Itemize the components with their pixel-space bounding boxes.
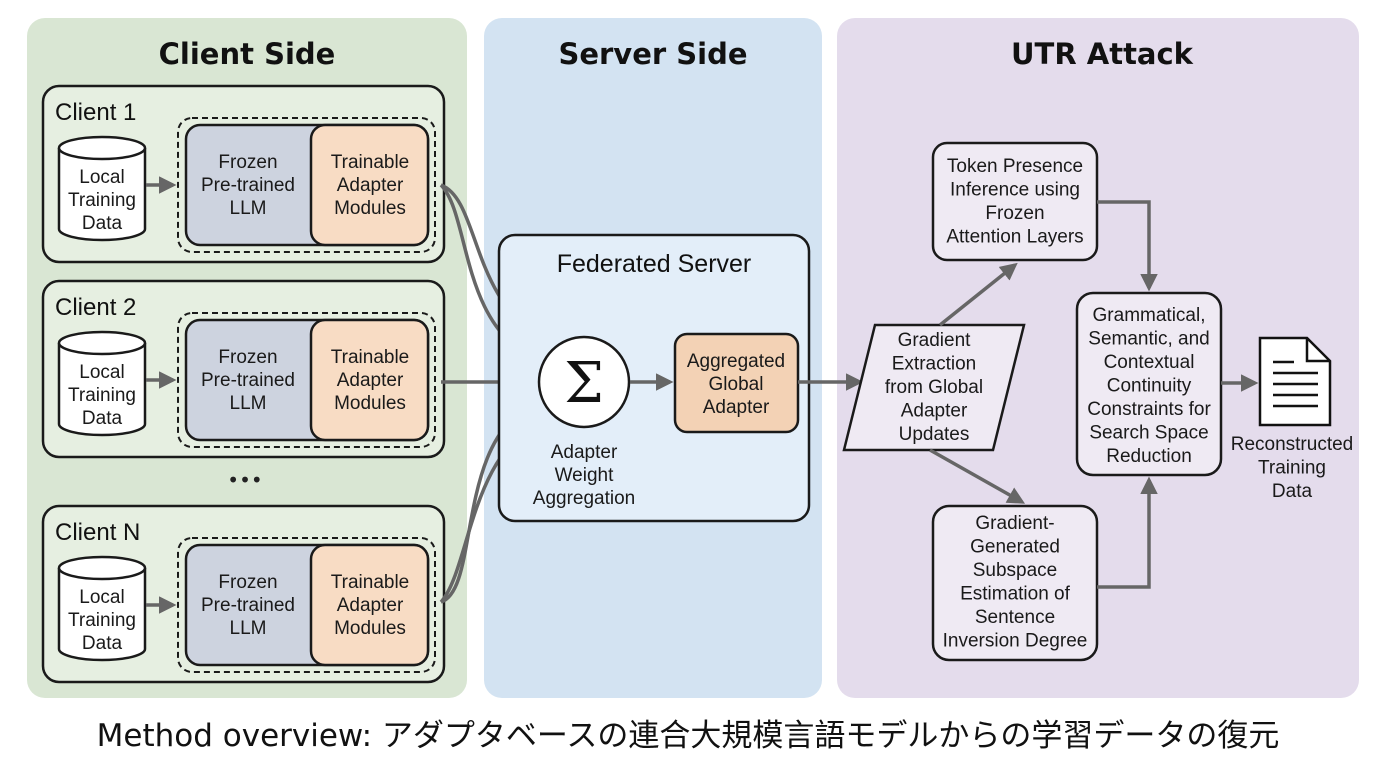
client-side-title: Client Side [159,37,336,71]
frozen-llm-label: Frozen [218,347,277,368]
local-data-label: Data [82,633,123,654]
subspace-line: Inversion Degree [943,631,1088,652]
local-data-label: Local [79,587,124,608]
aggregation-label-line: Weight [555,465,615,486]
constraints-line: Reduction [1106,446,1192,467]
database-icon [57,135,147,242]
constraints-line: Continuity [1107,376,1192,397]
trainable-adapter-label: Trainable [331,347,410,368]
model-container [177,117,436,253]
local-data-label: Local [79,362,124,383]
local-data-label: Training [68,385,136,406]
aggregation-sigma-node [537,335,631,429]
constraints-line: Semantic, and [1088,329,1209,350]
model-container [177,312,436,448]
constraints-line: Constraints for [1087,399,1211,420]
frozen-llm-label: Pre-trained [201,370,295,391]
subspace-line: Subspace [973,560,1058,581]
global-adapter-label-line: Adapter [703,397,770,418]
token-presence-line: Frozen [985,203,1044,224]
subspace-line: Generated [970,537,1060,558]
subspace-line: Sentence [975,607,1055,628]
constraints-line: Contextual [1104,352,1195,373]
utr-attack-title: UTR Attack [1011,37,1194,71]
token-presence-line: Inference using [950,180,1080,201]
reconstructed-data-line: Data [1272,481,1313,502]
trainable-adapter-label: Modules [334,618,406,639]
subspace-line: Gradient- [975,513,1054,534]
local-data-label: Data [82,408,123,429]
reconstructed-data-line: Reconstructed [1231,434,1354,455]
token-presence-line: Token Presence [947,156,1083,177]
gradient-extraction-line: Updates [899,424,970,445]
global-adapter-label-line: Global [709,374,764,395]
client-name: Client N [55,519,140,546]
trainable-adapter-label: Modules [334,393,406,414]
frozen-llm-label: Frozen [218,152,277,173]
local-data-label: Data [82,213,123,234]
arrow-token-to-constraints [1097,200,1158,292]
arrow-gradient-to-token-presence [938,262,1018,327]
trainable-adapter-box [309,318,430,442]
gradient-extraction-line: Adapter [901,401,968,422]
client-name: Client 1 [55,99,136,126]
frozen-llm-label: Frozen [218,572,277,593]
token-presence-line: Attention Layers [946,227,1083,248]
constraints-line: Grammatical, [1093,305,1206,326]
database-icon [57,555,147,662]
trainable-adapter-label: Modules [334,198,406,219]
global-adapter-label-line: Aggregated [687,351,785,372]
trainable-adapter-box [309,543,430,667]
local-data-label: Local [79,167,124,188]
arrow-gradient-to-subspace [929,448,1026,504]
trainable-adapter-label: Trainable [331,572,410,593]
database-icon [57,330,147,437]
frozen-llm-label: LLM [230,198,267,219]
constraints-line: Search Space [1089,423,1208,444]
trainable-adapter-label: Adapter [337,175,404,196]
subspace-estimation-box [931,504,1099,662]
arrow-subspace-to-constraints [1097,476,1158,589]
gradient-extraction-line: Gradient [898,330,972,351]
reconstructed-data-line: Training [1258,458,1326,479]
client-name: Client 2 [55,294,136,321]
gradient-extraction-node [842,323,1026,452]
frozen-llm-label: LLM [230,393,267,414]
constraints-label: Grammatical, Semantic, andContextualConti… [1087,305,1211,467]
model-container [177,537,436,673]
local-data-label: Training [68,190,136,211]
frozen-llm-label: LLM [230,618,267,639]
server-side-title: Server Side [558,37,747,71]
aggregation-label-line: Adapter [551,442,618,463]
ellipsis: ••• [227,468,262,492]
gradient-extraction-line: from Global [885,377,983,398]
aggregation-label-line: Aggregation [533,488,635,509]
trainable-adapter-label: Trainable [331,152,410,173]
sigma-icon: Σ [564,351,604,416]
clients-group: Client 1LocalTrainingDataFrozenPre-train… [41,84,446,684]
federated-server-box [497,233,811,523]
local-data-label: Training [68,610,136,631]
frozen-llm-label: Pre-trained [201,175,295,196]
frozen-llm-label: Pre-trained [201,595,295,616]
gradient-extraction-line: Extraction [892,354,976,375]
document-icon [1258,336,1332,427]
federated-server-title: Federated Server [557,250,752,278]
figure-caption: Method overview: アダプタベースの連合大規模言語モデルからの学習… [97,718,1280,754]
trainable-adapter-box [309,123,430,247]
trainable-adapter-label: Adapter [337,595,404,616]
trainable-adapter-label: Adapter [337,370,404,391]
subspace-line: Estimation of [960,584,1071,605]
